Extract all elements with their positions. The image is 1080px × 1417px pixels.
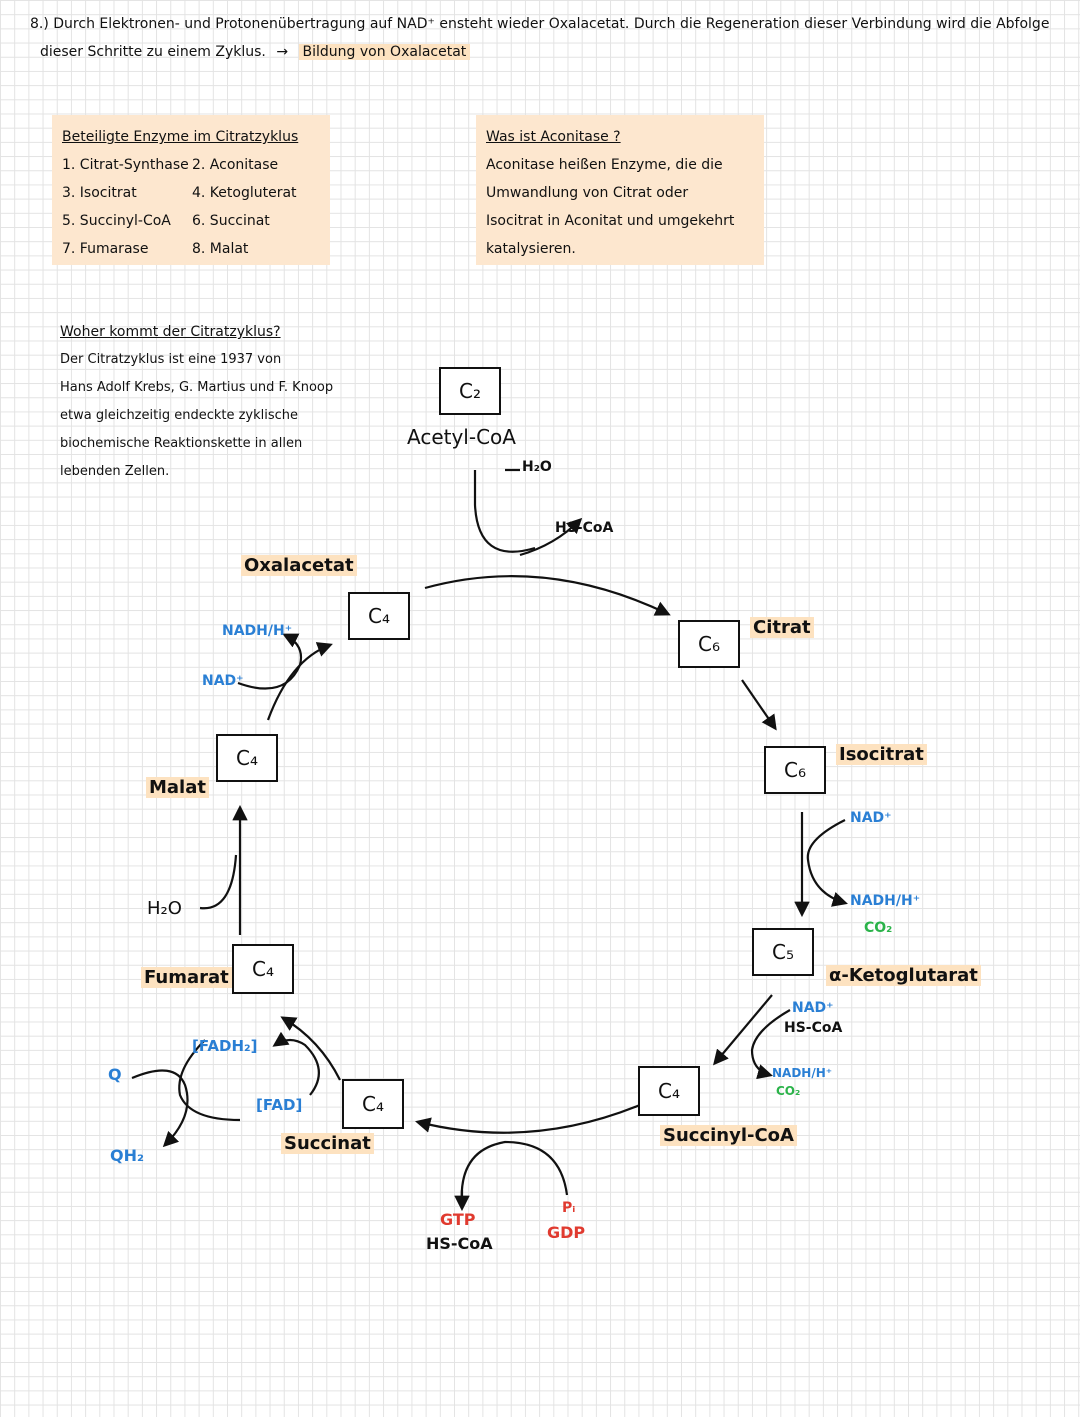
fad-label: [FAD] xyxy=(256,1096,303,1114)
enzyme-item: 2. Aconitase xyxy=(192,157,279,173)
isocitrat-label: Isocitrat xyxy=(836,744,927,765)
succinylcoa-carbon-box: C₄ xyxy=(638,1066,700,1116)
enzyme-item: 8. Malat xyxy=(192,241,249,257)
aconitase-line: katalysieren. xyxy=(486,241,576,257)
ketoglutarat-label: α-Ketoglutarat xyxy=(826,965,981,986)
gtp-label: GTP xyxy=(440,1210,476,1229)
origin-line: biochemische Reaktionskette in allen xyxy=(60,436,303,451)
hscoa-out xyxy=(519,517,583,557)
arrow-icon: → xyxy=(276,44,289,60)
enzymes-title: Beteiligte Enzyme im Citratzyklus xyxy=(62,129,299,145)
intro-line-1: 8.) Durch Elektronen- und Protonenübertr… xyxy=(30,16,1050,32)
oxalacetat-carbon-box: C₄ xyxy=(348,592,410,640)
fadh2-label: [FADH₂] xyxy=(192,1037,258,1055)
qh2-label: QH₂ xyxy=(110,1146,144,1165)
aconitase-line: Umwandlung von Citrat oder xyxy=(486,185,689,201)
intro-text: 8.) Durch Elektronen- und Protonenübertr… xyxy=(30,10,1050,66)
enzyme-item: 6. Succinat xyxy=(192,213,270,229)
aconitase-line: Aconitase heißen Enzyme, die die xyxy=(486,157,723,173)
fumarat-carbon-box: C₄ xyxy=(232,944,294,994)
succinat-label: Succinat xyxy=(281,1133,374,1154)
arrow-citrat-iso xyxy=(741,679,777,731)
origin-line: lebenden Zellen. xyxy=(60,464,170,479)
intro-line-2: dieser Schritte zu einem Zyklus. xyxy=(40,44,266,60)
arc-succ-fum xyxy=(280,1016,341,1081)
origin-title: Woher kommt der Citratzyklus? xyxy=(60,324,281,340)
enzyme-item: 3. Isocitrat xyxy=(62,185,137,201)
intro-highlight: Bildung von Oxalacetat xyxy=(298,44,471,60)
origin-text: Woher kommt der Citratzyklus? Der Citrat… xyxy=(60,318,360,486)
origin-line: Hans Adolf Krebs, G. Martius und F. Knoo… xyxy=(60,380,334,395)
aconitase-box: Was ist Aconitase ? Aconitase heißen Enz… xyxy=(476,115,764,265)
enzyme-item: 5. Succinyl-CoA xyxy=(62,213,171,229)
acetyl-carbon-box: C₂ xyxy=(439,367,501,415)
fumarat-label: Fumarat xyxy=(141,967,232,988)
succinylcoa-label: Succinyl-CoA xyxy=(660,1125,797,1146)
arc-bottom xyxy=(415,1103,641,1134)
h2o-top: H₂O xyxy=(522,459,552,475)
citrat-carbon-box: C₆ xyxy=(678,620,740,668)
gdp-label: GDP xyxy=(547,1223,586,1242)
origin-line: Der Citratzyklus ist eine 1937 von xyxy=(60,352,282,367)
nadh-malat: NADH/H⁺ xyxy=(222,623,293,639)
origin-line: etwa gleichzeitig endeckte zyklische xyxy=(60,408,299,423)
pi-label: Pᵢ xyxy=(562,1200,576,1216)
arc-top xyxy=(424,575,671,616)
hscoa-bottom: HS-CoA xyxy=(426,1234,493,1253)
malat-carbon-box: C₄ xyxy=(216,734,278,782)
arc-malat-oxal xyxy=(266,642,333,721)
hscoa-keto: HS-CoA xyxy=(784,1020,843,1036)
aconitase-line: Isocitrat in Aconitat und umgekehrt xyxy=(486,213,735,229)
q-label: Q xyxy=(108,1065,122,1084)
enzyme-item: 7. Fumarase xyxy=(62,241,149,257)
ketoglutarat-carbon-box: C₅ xyxy=(752,928,814,976)
nad-keto: NAD⁺ xyxy=(792,1000,834,1016)
hscoa-top: HS-CoA xyxy=(555,520,614,536)
isocitrat-carbon-box: C₆ xyxy=(764,746,826,794)
arrow-keto-succ xyxy=(713,994,773,1066)
succinat-carbon-box: C₄ xyxy=(342,1079,404,1129)
q-cross xyxy=(131,1069,189,1148)
malat-label: Malat xyxy=(146,777,209,798)
nadh-keto: NADH/H⁺ xyxy=(772,1066,833,1080)
co2-isocitrat: CO₂ xyxy=(864,920,893,936)
citrat-label: Citrat xyxy=(750,617,814,638)
co2-keto: CO₂ xyxy=(776,1084,801,1098)
acetyl-hook xyxy=(473,470,536,553)
enzyme-item: 4. Ketogluterat xyxy=(192,185,297,201)
nadh-isocitrat: NADH/H⁺ xyxy=(850,893,921,909)
enzymes-list: 1. Citrat-Synthase 2. Aconitase 3. Isoci… xyxy=(62,151,320,263)
enzymes-box: Beteiligte Enzyme im Citratzyklus 1. Cit… xyxy=(52,115,330,265)
acetyl-label: Acetyl-CoA xyxy=(407,425,516,449)
enzyme-item: 1. Citrat-Synthase xyxy=(62,157,189,173)
nad-isocitrat: NAD⁺ xyxy=(850,810,892,826)
nad-malat: NAD⁺ xyxy=(202,673,244,689)
aconitase-title: Was ist Aconitase ? xyxy=(486,129,621,145)
oxalacetat-label: Oxalacetat xyxy=(241,555,357,576)
h2o-left: H₂O xyxy=(147,898,182,919)
